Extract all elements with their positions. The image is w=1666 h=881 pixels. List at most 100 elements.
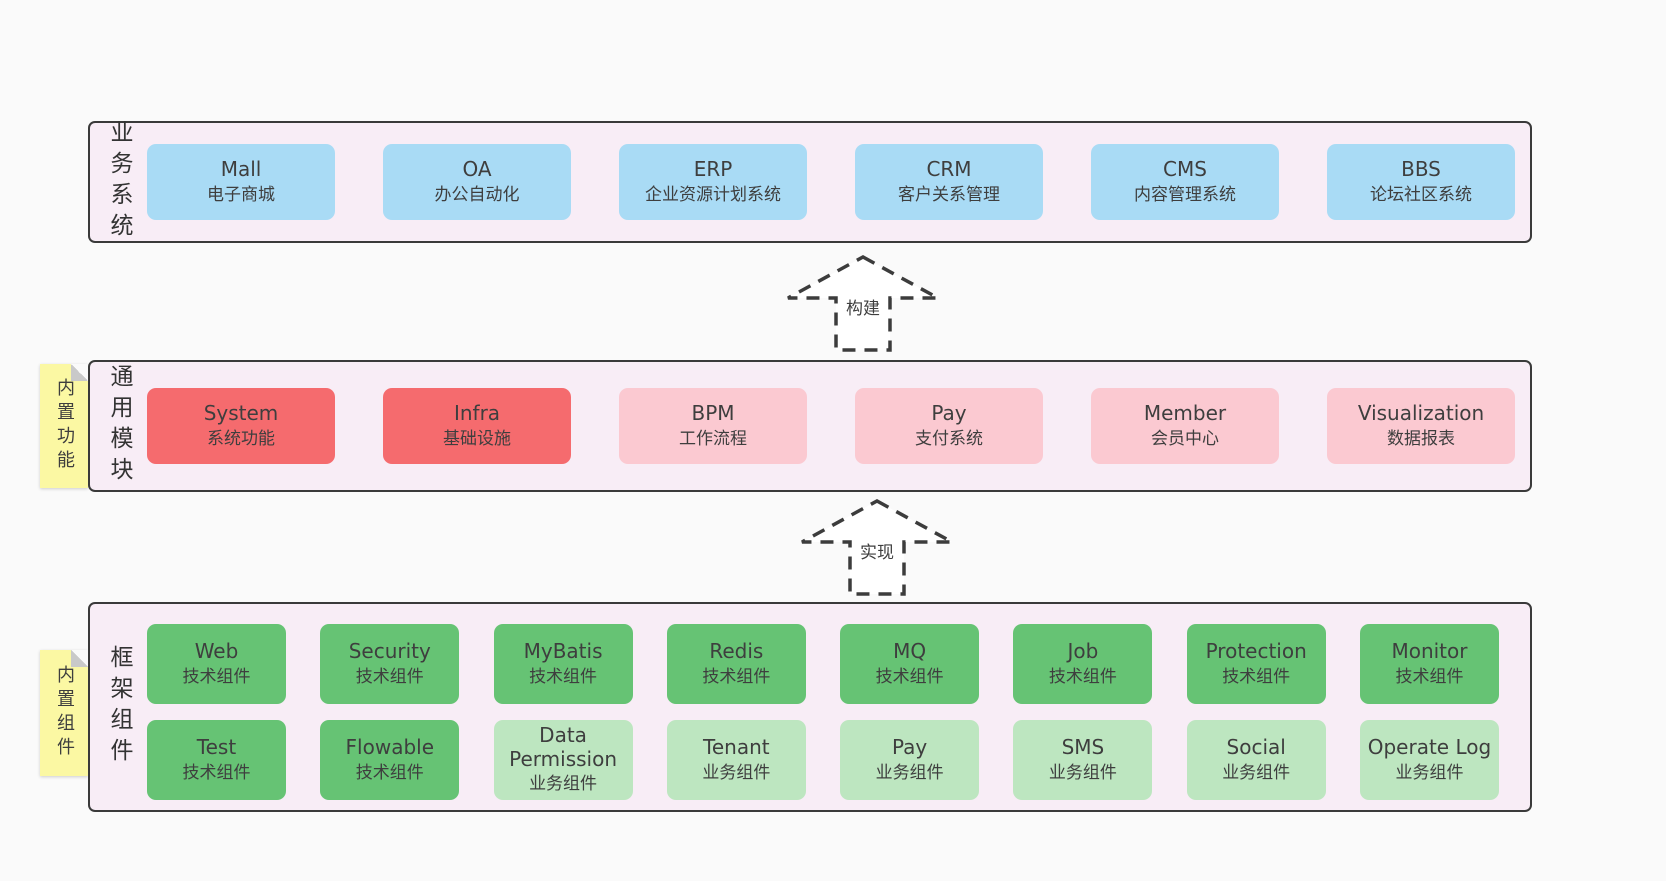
modules-box-row: System 系统功能 Infra 基础设施 BPM 工作流程 Pay 支付系统… — [147, 388, 1515, 464]
box-mq: MQ 技术组件 — [840, 624, 980, 704]
box-pay-module: Pay 支付系统 — [855, 388, 1043, 464]
box-erp-cn: 企业资源计划系统 — [645, 184, 781, 205]
box-test-cn: 技术组件 — [182, 762, 251, 783]
box-crm-en: CRM — [926, 157, 972, 182]
box-sms-cn: 业务组件 — [1048, 762, 1117, 783]
box-monitor-en: Monitor — [1391, 639, 1468, 664]
builtin-components-note-text: 内置组件 — [54, 665, 75, 761]
box-bbs-cn: 论坛社区系统 — [1370, 184, 1472, 205]
box-member-en: Member — [1143, 401, 1227, 426]
box-protection: Protection 技术组件 — [1186, 624, 1326, 704]
box-social: Social 业务组件 — [1186, 720, 1326, 800]
box-flowable-en: Flowable — [345, 735, 435, 760]
box-infra-cn: 基础设施 — [443, 428, 511, 449]
implement-arrow: 实现 — [792, 498, 962, 598]
box-visualization: Visualization 数据报表 — [1327, 388, 1515, 464]
box-redis-cn: 技术组件 — [702, 666, 771, 687]
folded-corner-icon — [71, 364, 88, 381]
box-flowable-cn: 技术组件 — [355, 762, 424, 783]
box-pay-module-en: Pay — [931, 401, 967, 426]
box-erp-en: ERP — [693, 157, 733, 182]
box-mq-cn: 技术组件 — [875, 666, 944, 687]
box-tenant-cn: 业务组件 — [702, 762, 771, 783]
box-monitor: Monitor 技术组件 — [1359, 624, 1499, 704]
box-crm: CRM 客户关系管理 — [855, 144, 1043, 220]
box-redis: Redis 技术组件 — [666, 624, 806, 704]
box-security: Security 技术组件 — [320, 624, 460, 704]
box-operate-log: Operate Log 业务组件 — [1359, 720, 1499, 800]
components-row-2: Test 技术组件 Flowable 技术组件 Data Permission … — [147, 720, 1499, 800]
components-layer-label: 框架组件 — [106, 645, 132, 769]
box-pay-module-cn: 支付系统 — [915, 428, 983, 449]
box-cms: CMS 内容管理系统 — [1091, 144, 1279, 220]
box-web: Web 技术组件 — [147, 624, 286, 704]
build-arrow-label: 构建 — [842, 294, 884, 319]
box-visualization-cn: 数据报表 — [1387, 428, 1455, 449]
box-pay-component: Pay 业务组件 — [840, 720, 980, 800]
box-mq-en: MQ — [893, 639, 927, 664]
box-cms-cn: 内容管理系统 — [1134, 184, 1236, 205]
box-security-cn: 技术组件 — [355, 666, 424, 687]
box-web-en: Web — [194, 639, 239, 664]
box-sms: SMS 业务组件 — [1013, 720, 1153, 800]
box-mybatis-cn: 技术组件 — [529, 666, 598, 687]
box-infra: Infra 基础设施 — [383, 388, 571, 464]
box-mall-en: Mall — [220, 157, 262, 182]
box-flowable: Flowable 技术组件 — [320, 720, 460, 800]
box-member: Member 会员中心 — [1091, 388, 1279, 464]
box-bpm: BPM 工作流程 — [619, 388, 807, 464]
box-protection-cn: 技术组件 — [1222, 666, 1291, 687]
box-infra-en: Infra — [453, 401, 501, 426]
box-operate-log-cn: 业务组件 — [1395, 762, 1464, 783]
box-social-cn: 业务组件 — [1222, 762, 1291, 783]
box-mall-cn: 电子商城 — [207, 184, 275, 205]
box-redis-en: Redis — [709, 639, 764, 664]
box-tenant: Tenant 业务组件 — [666, 720, 806, 800]
common-modules-layer: 通用模块 System 系统功能 Infra 基础设施 BPM 工作流程 Pay… — [88, 360, 1532, 492]
box-test-en: Test — [196, 735, 237, 760]
box-data-permission: Data Permission 业务组件 — [493, 720, 633, 800]
box-system-en: System — [203, 401, 279, 426]
box-crm-cn: 客户关系管理 — [898, 184, 1000, 205]
box-system-cn: 系统功能 — [207, 428, 275, 449]
box-system: System 系统功能 — [147, 388, 335, 464]
box-job: Job 技术组件 — [1013, 624, 1153, 704]
framework-components-layer: 框架组件 Web 技术组件 Security 技术组件 MyBatis 技术组件… — [88, 602, 1532, 812]
box-data-permission-en: Data Permission — [509, 723, 617, 771]
box-mybatis: MyBatis 技术组件 — [493, 624, 633, 704]
box-job-cn: 技术组件 — [1048, 666, 1117, 687]
box-member-cn: 会员中心 — [1151, 428, 1219, 449]
box-cms-en: CMS — [1163, 157, 1207, 182]
box-sms-en: SMS — [1061, 735, 1105, 760]
box-protection-en: Protection — [1205, 639, 1307, 664]
implement-arrow-label: 实现 — [856, 538, 898, 563]
box-oa: OA 办公自动化 — [383, 144, 571, 220]
box-job-en: Job — [1067, 639, 1099, 664]
box-bbs-en: BBS — [1401, 157, 1441, 182]
box-visualization-en: Visualization — [1357, 401, 1485, 426]
builtin-features-note-text: 内置功能 — [54, 378, 75, 474]
box-operate-log-en: Operate Log — [1367, 735, 1492, 760]
build-arrow: 构建 — [778, 254, 948, 354]
business-box-row: Mall 电子商城 OA 办公自动化 ERP 企业资源计划系统 CRM 客户关系… — [147, 144, 1515, 220]
box-mall: Mall 电子商城 — [147, 144, 335, 220]
business-systems-layer: 业务系统 Mall 电子商城 OA 办公自动化 ERP 企业资源计划系统 CRM… — [88, 120, 1532, 244]
business-layer-label: 业务系统 — [106, 120, 132, 244]
box-oa-cn: 办公自动化 — [434, 184, 520, 205]
box-bpm-cn: 工作流程 — [679, 428, 747, 449]
box-bpm-en: BPM — [691, 401, 735, 426]
builtin-features-note: 内置功能 — [40, 364, 88, 488]
box-erp: ERP 企业资源计划系统 — [619, 144, 807, 220]
box-tenant-en: Tenant — [703, 735, 770, 760]
box-monitor-cn: 技术组件 — [1395, 666, 1464, 687]
box-web-cn: 技术组件 — [182, 666, 251, 687]
box-bbs: BBS 论坛社区系统 — [1327, 144, 1515, 220]
box-oa-en: OA — [462, 157, 492, 182]
folded-corner-icon — [71, 650, 88, 667]
box-mybatis-en: MyBatis — [523, 639, 603, 664]
box-pay-component-cn: 业务组件 — [875, 762, 944, 783]
builtin-components-note: 内置组件 — [40, 650, 88, 776]
box-security-en: Security — [348, 639, 431, 664]
components-row-1: Web 技术组件 Security 技术组件 MyBatis 技术组件 Redi… — [147, 624, 1499, 704]
